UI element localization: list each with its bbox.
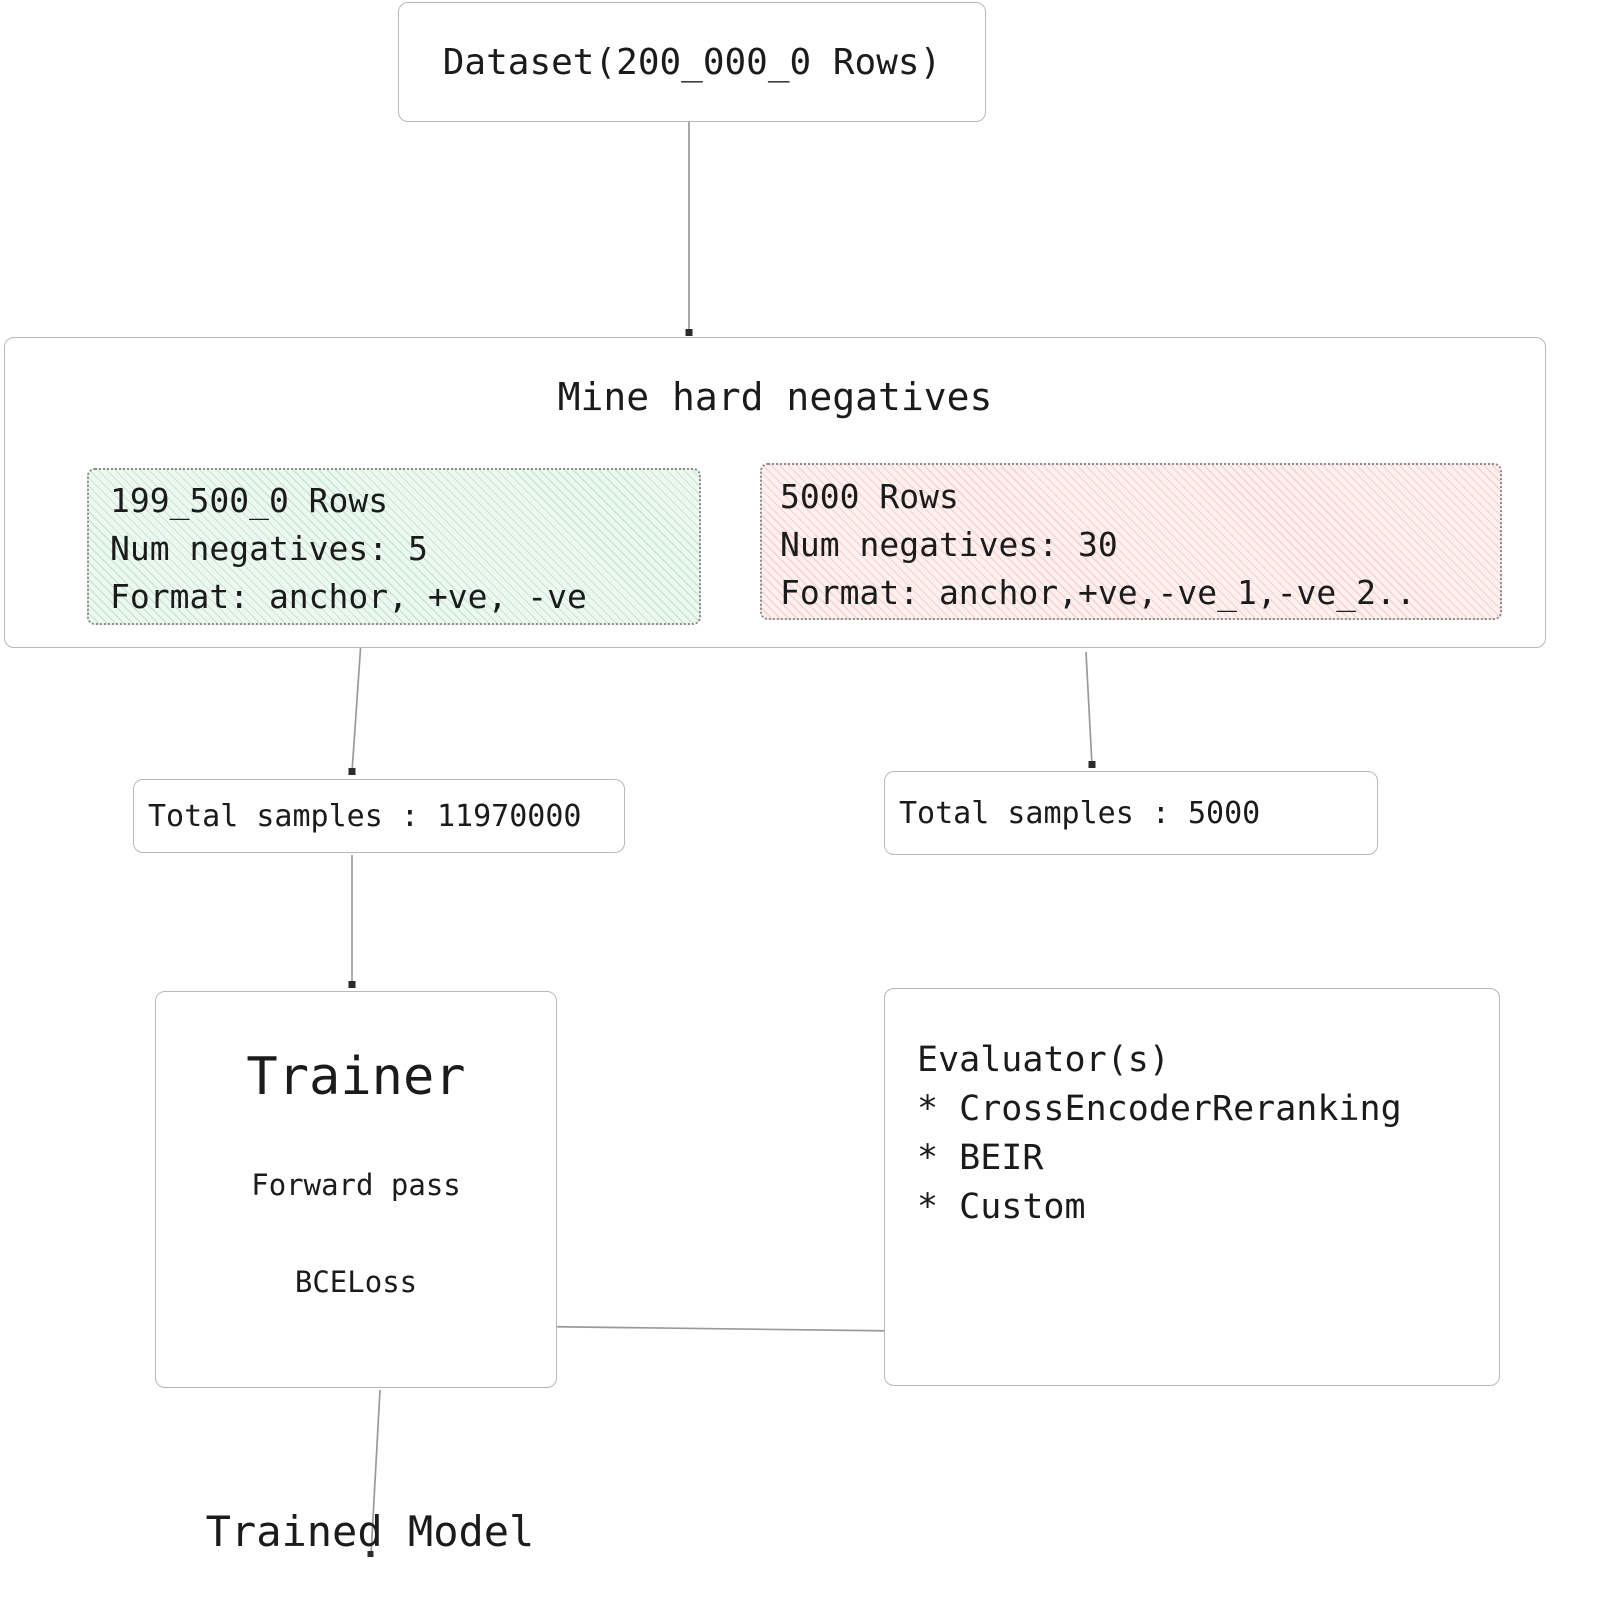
total-samples-right-label: Total samples : 5000 bbox=[899, 795, 1261, 831]
total-samples-left-node[interactable] bbox=[133, 779, 625, 853]
eval-split-box[interactable] bbox=[760, 463, 1502, 620]
bceloss-label: BCELoss bbox=[294, 1265, 418, 1299]
forward-pass-label: Forward pass bbox=[251, 1168, 461, 1202]
dataset-node[interactable] bbox=[398, 2, 986, 122]
trainer-title: Trainer bbox=[246, 1047, 466, 1107]
evaluator-text: Evaluator(s) * CrossEncoderReranking * B… bbox=[917, 1036, 1402, 1232]
train-split-format: Format: anchor, +ve, -ve bbox=[110, 577, 587, 616]
eval-split-rows: 5000 Rows bbox=[780, 477, 959, 516]
total-samples-left-label: Total samples : 11970000 bbox=[148, 798, 582, 834]
trainer-node[interactable] bbox=[155, 991, 557, 1388]
dataset-label: Dataset(200_000_0 Rows) bbox=[442, 41, 942, 83]
edge-dataset-to-mine bbox=[685, 122, 693, 336]
eval-split-text: 5000 Rows Num negatives: 30 Format: anch… bbox=[780, 473, 1416, 617]
evaluator-item-2: * Custom bbox=[917, 1187, 1086, 1227]
train-split-box[interactable] bbox=[87, 468, 701, 625]
mine-hard-negatives-title: Mine hard negatives bbox=[557, 375, 993, 419]
edge-eval-split-to-total-right bbox=[1085, 651, 1096, 768]
trained-model-label: Trained Model bbox=[205, 1507, 535, 1556]
evaluator-title: Evaluator(s) bbox=[917, 1040, 1170, 1080]
train-split-num-negatives: Num negatives: 5 bbox=[110, 529, 428, 568]
total-samples-right-node[interactable] bbox=[884, 771, 1378, 855]
edge-total-left-to-trainer bbox=[348, 855, 356, 988]
evaluator-item-1: * BEIR bbox=[917, 1138, 1044, 1178]
eval-split-format: Format: anchor,+ve,-ve_1,-ve_2.. bbox=[780, 573, 1416, 612]
edge-train-split-to-total-left bbox=[348, 626, 363, 775]
train-split-text: 199_500_0 Rows Num negatives: 5 Format: … bbox=[110, 477, 587, 621]
evaluator-item-0: * CrossEncoderReranking bbox=[917, 1089, 1402, 1129]
train-split-rows: 199_500_0 Rows bbox=[110, 481, 389, 520]
evaluator-node[interactable] bbox=[884, 988, 1500, 1386]
eval-split-num-negatives: Num negatives: 30 bbox=[780, 525, 1118, 564]
